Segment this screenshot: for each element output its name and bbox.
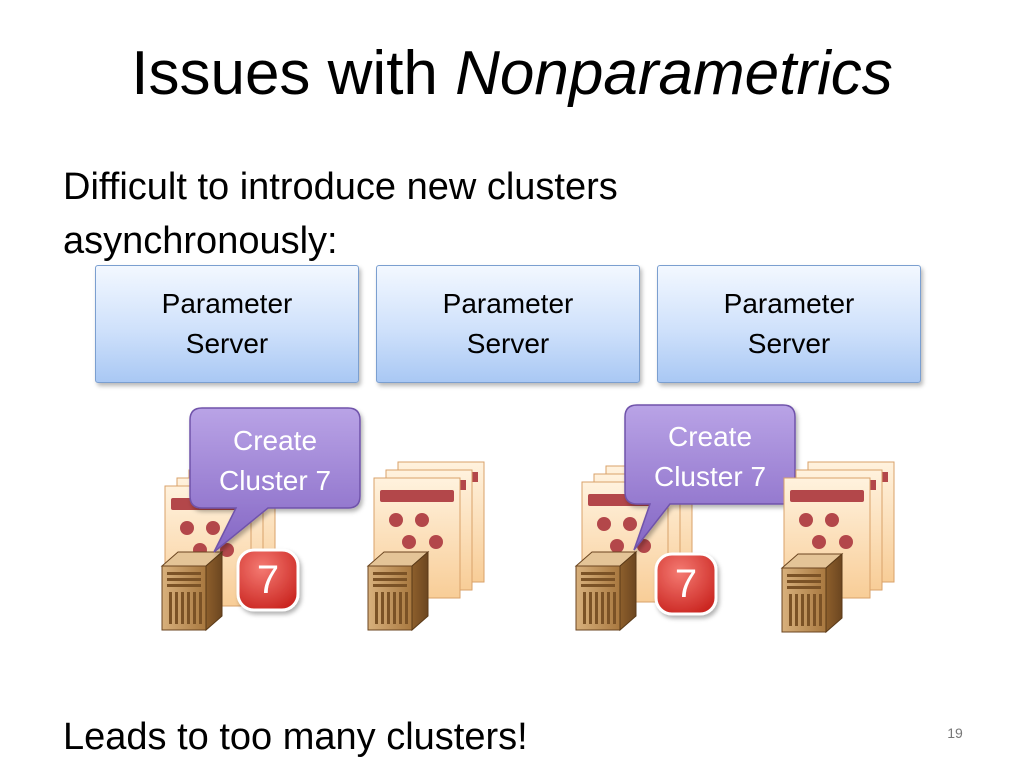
speech-bubble-icon — [189, 407, 361, 553]
badge-label: 7 — [257, 558, 279, 602]
slide-subtitle: Difficult to introduce new clusters asyn… — [63, 166, 618, 262]
badge-label: 7 — [675, 562, 697, 606]
number-badge-icon — [654, 552, 718, 616]
slide-footer: Leads to too many clusters! — [63, 716, 528, 758]
callout-line1: Create — [233, 425, 317, 456]
worker-group-3: Create Cluster 7 7 — [575, 404, 796, 631]
callout-line1: Create — [668, 421, 752, 452]
worker-group-4 — [781, 461, 895, 633]
parameter-server-label-line1: Parameter — [442, 288, 574, 319]
server-tower-icon — [161, 551, 223, 631]
parameter-server-label-line2: Server — [747, 328, 831, 359]
server-tower-icon — [367, 551, 429, 631]
title-emphasis: Nonparametrics — [455, 39, 893, 108]
parameter-server-label-line2: Server — [185, 328, 269, 359]
callout-line2: Cluster 7 — [654, 461, 766, 492]
page-number: 19 — [947, 725, 963, 741]
callout-line2: Cluster 7 — [219, 465, 331, 496]
parameter-server-label-line1: Parameter — [161, 288, 293, 319]
server-tower-icon — [781, 553, 843, 633]
slide-title: Issues with Nonparametrics — [0, 36, 1024, 112]
number-badge-icon — [236, 548, 300, 612]
parameter-server-label-line2: Server — [466, 328, 550, 359]
server-tower-icon — [575, 551, 637, 631]
title-prefix: Issues with — [131, 39, 456, 108]
worker-group-2 — [367, 461, 485, 631]
speech-bubble-icon — [624, 404, 796, 551]
parameter-server-label-line1: Parameter — [723, 288, 855, 319]
worker-group-1: Create Cluster 7 7 — [161, 407, 361, 631]
